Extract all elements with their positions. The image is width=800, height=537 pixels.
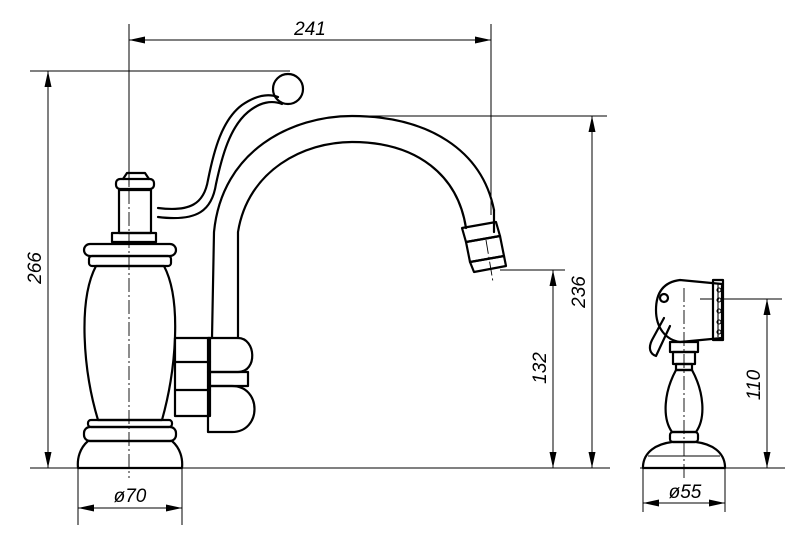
dimension-spout-reach-label: 241	[293, 19, 326, 40]
dimension-base-diameter: ø70	[78, 486, 182, 512]
dimension-spout-reach: 241	[129, 19, 491, 44]
dimension-base-diameter-label: ø70	[114, 486, 147, 507]
dimension-total-height-label: 266	[25, 252, 46, 285]
dimension-spray-base-diameter-label: ø55	[669, 482, 702, 503]
dimension-outlet-height-label: 132	[530, 352, 551, 384]
dimension-spray-base-diameter: ø55	[643, 482, 725, 507]
dimension-spout-height-label: 236	[569, 276, 590, 309]
dimension-spray-height-label: 110	[744, 369, 765, 400]
side-spray	[641, 278, 727, 470]
dimension-total-height: 266	[25, 71, 52, 468]
dimension-spray-height: 110	[744, 299, 771, 468]
center-lines	[128, 168, 730, 478]
extension-lines	[30, 24, 785, 525]
dimension-outlet-height: 132	[530, 270, 557, 468]
faucet-body	[76, 72, 508, 470]
dimension-spout-height: 236	[569, 116, 596, 468]
